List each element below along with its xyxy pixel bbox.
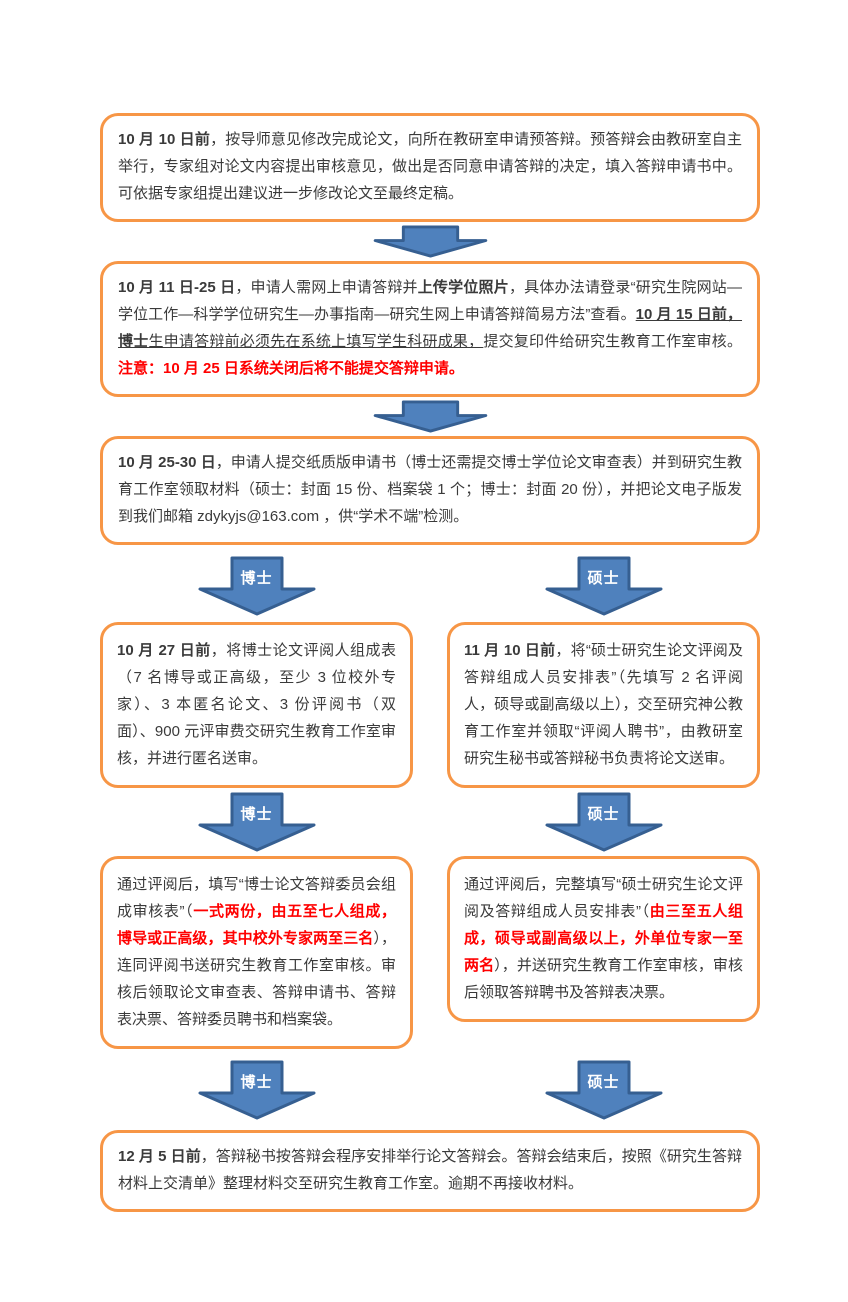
down-arrow-doctor-icon: [198, 556, 315, 616]
master-branch-arrow-cell: 硕士: [447, 552, 760, 620]
down-arrow-icon: [373, 225, 487, 258]
doctor-arrow-2: 博士: [198, 792, 316, 852]
master-arrow: 硕士: [545, 556, 663, 616]
flowchart-page: 10 月 10 日前，按导师意见修改完成论文，向所在教研室申请预答辩。预答辩会由…: [100, 0, 760, 1302]
step1-box: 10 月 10 日前，按导师意见修改完成论文，向所在教研室申请预答辩。预答辩会由…: [100, 113, 760, 222]
master-step2-text: 通过评阅后，完整填写“硕士研究生论文评阅及答辩组成人员安排表”（由三至五人组成，…: [464, 876, 743, 1001]
master-final-arrow-cell: 硕士: [447, 1056, 760, 1124]
down-arrow-doctor-icon: [198, 792, 315, 852]
master-step1-box: 11 月 10 日前，将“硕士研究生论文评阅及答辩组成人员安排表”（先填写 2 …: [447, 622, 760, 788]
down-arrow-doctor-icon: [198, 1060, 315, 1120]
doctor-step1-box: 10 月 27 日前，将博士论文评阅人组成表（7 名博导或正高级，至少 3 位校…: [100, 622, 413, 788]
master-column: 11 月 10 日前，将“硕士研究生论文评阅及答辩组成人员安排表”（先填写 2 …: [447, 622, 760, 1022]
doctor-column: 10 月 27 日前，将博士论文评阅人组成表（7 名博导或正高级，至少 3 位校…: [100, 622, 413, 1049]
branch-columns: 10 月 27 日前，将博士论文评阅人组成表（7 名博导或正高级，至少 3 位校…: [100, 622, 760, 1049]
step3-text: 10 月 25-30 日，申请人提交纸质版申请书（博士还需提交博士学位论文审查表…: [118, 454, 742, 525]
master-step2-box: 通过评阅后，完整填写“硕士研究生论文评阅及答辩组成人员安排表”（由三至五人组成，…: [447, 856, 760, 1022]
step2-box: 10 月 11 日-25 日，申请人需网上申请答辩并上传学位照片，具体办法请登录…: [100, 261, 760, 397]
down-arrow-icon: [373, 400, 487, 433]
step1-text: 10 月 10 日前，按导师意见修改完成论文，向所在教研室申请预答辩。预答辩会由…: [118, 131, 742, 202]
master-arrow-3: 硕士: [545, 1060, 663, 1120]
doctor-arrow: 博士: [198, 556, 316, 616]
flow-arrow-1: [100, 225, 760, 258]
doctor-arrow-3: 博士: [198, 1060, 316, 1120]
split-arrows-2: 博士 硕士: [100, 1056, 760, 1124]
master-step1-text: 11 月 10 日前，将“硕士研究生论文评阅及答辩组成人员安排表”（先填写 2 …: [464, 642, 744, 767]
master-arrow-2: 硕士: [545, 792, 663, 852]
step3-box: 10 月 25-30 日，申请人提交纸质版申请书（博士还需提交博士学位论文审查表…: [100, 436, 760, 545]
down-arrow-master-icon: [545, 1060, 662, 1120]
doctor-step2-box: 通过评阅后，填写“博士论文答辩委员会组成审核表”（一式两份，由五至七人组成，博导…: [100, 856, 413, 1049]
doctor-branch-arrow-cell: 博士: [100, 552, 413, 620]
flow-arrow-2: [100, 400, 760, 433]
down-arrow-master-icon: [545, 792, 662, 852]
final-step-text: 12 月 5 日前，答辩秘书按答辩会程序安排举行论文答辩会。答辩会结束后，按照《…: [118, 1148, 742, 1192]
doctor-final-arrow-cell: 博士: [100, 1056, 413, 1124]
down-arrow-master-icon: [545, 556, 662, 616]
doctor-step1-text: 10 月 27 日前，将博士论文评阅人组成表（7 名博导或正高级，至少 3 位校…: [117, 642, 396, 767]
step2-text: 10 月 11 日-25 日，申请人需网上申请答辩并上传学位照片，具体办法请登录…: [118, 279, 743, 377]
doctor-step2-text: 通过评阅后，填写“博士论文答辩委员会组成审核表”（一式两份，由五至七人组成，博导…: [117, 876, 396, 1028]
split-arrows-1: 博士 硕士: [100, 552, 760, 620]
